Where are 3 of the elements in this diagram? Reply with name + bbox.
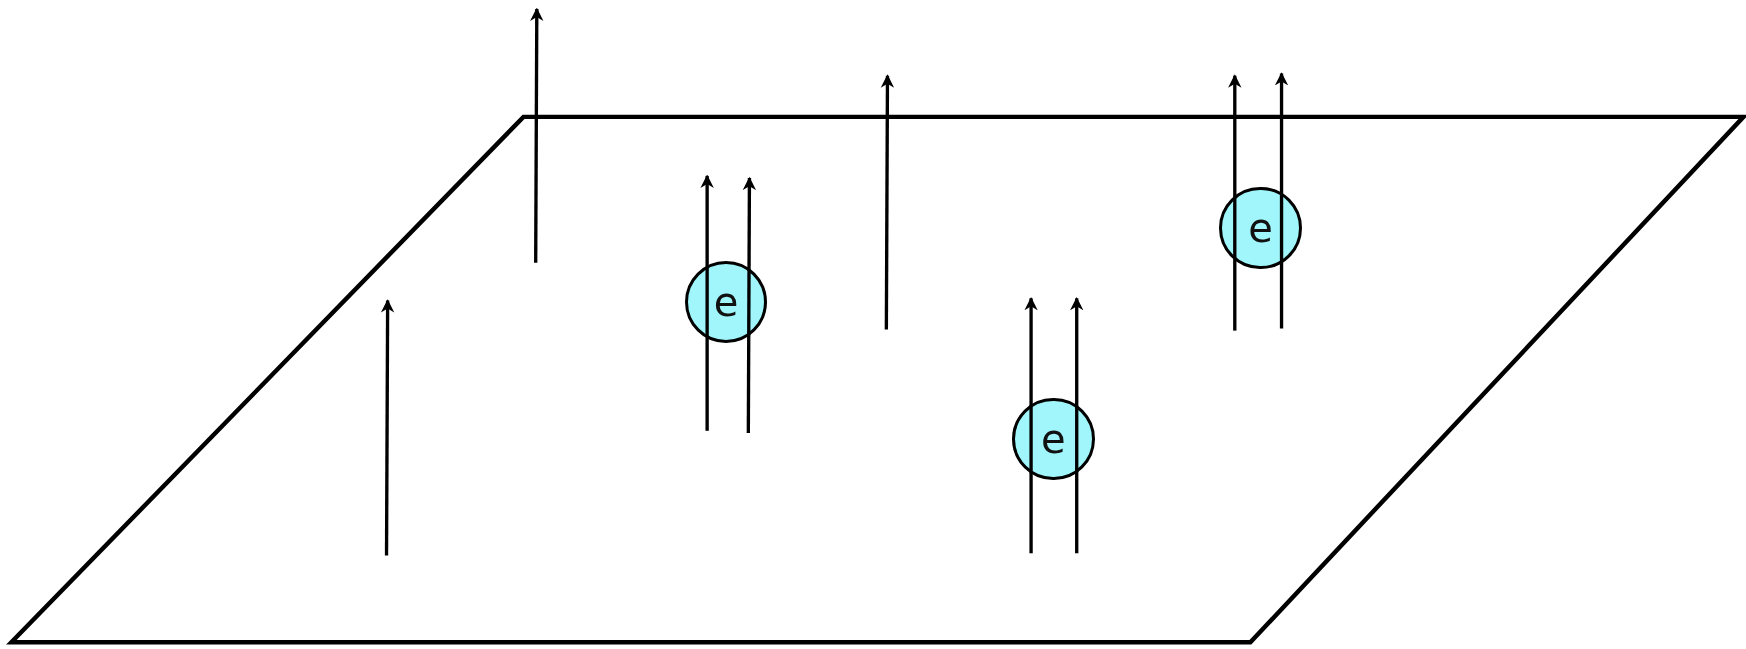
electron-label: e <box>1248 208 1273 249</box>
electron-label: e <box>713 281 739 322</box>
electron-label: e <box>1041 418 1066 459</box>
